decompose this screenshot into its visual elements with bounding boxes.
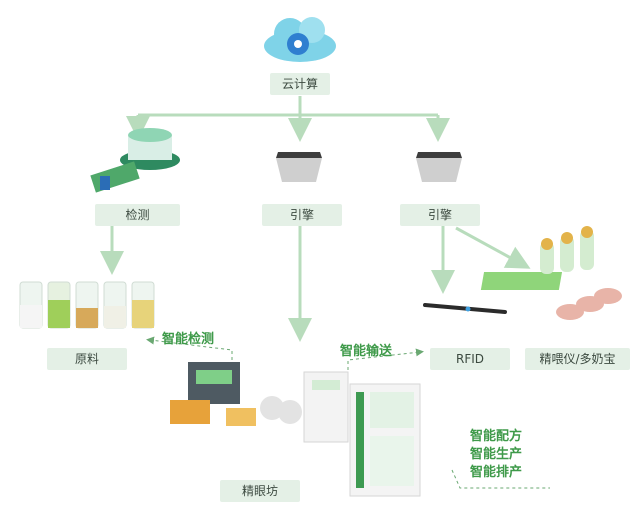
- annotation-smart-scheduling: 智能排产: [470, 465, 523, 480]
- cloud-gear-icon: [264, 17, 336, 62]
- annotation-smart-production: 智能生产: [470, 447, 523, 462]
- annotation-smart-formula: 智能配方: [470, 429, 523, 444]
- rfid-reader-icon: [423, 303, 507, 314]
- annotation-smart-convey: 智能输送: [340, 344, 393, 359]
- node-mill: 精眼坊: [220, 480, 300, 502]
- node-engine-1: 引擎: [262, 204, 342, 226]
- feeder-silo-icon: [480, 226, 622, 320]
- node-rfid: RFID: [430, 348, 510, 370]
- node-cloud: 云计算: [270, 73, 330, 95]
- node-detect: 检测: [95, 204, 180, 226]
- sample-jars-icon: [19, 281, 155, 329]
- engine-box-icon: [416, 152, 462, 182]
- node-feeder: 精喂仪/多奶宝: [525, 348, 630, 370]
- connector-lines: [100, 96, 531, 342]
- node-materials: 原料: [47, 348, 127, 370]
- annotation-smart-detect: 智能检测: [162, 332, 215, 347]
- feed-mill-icon: [170, 362, 421, 497]
- annotation-smart-stack: 智能配方 智能生产 智能排产: [470, 428, 522, 482]
- engine-box-icon: [276, 152, 322, 182]
- inspection-machine-icon: [90, 128, 180, 193]
- node-engine-2: 引擎: [400, 204, 480, 226]
- dashed-flows: [146, 336, 550, 489]
